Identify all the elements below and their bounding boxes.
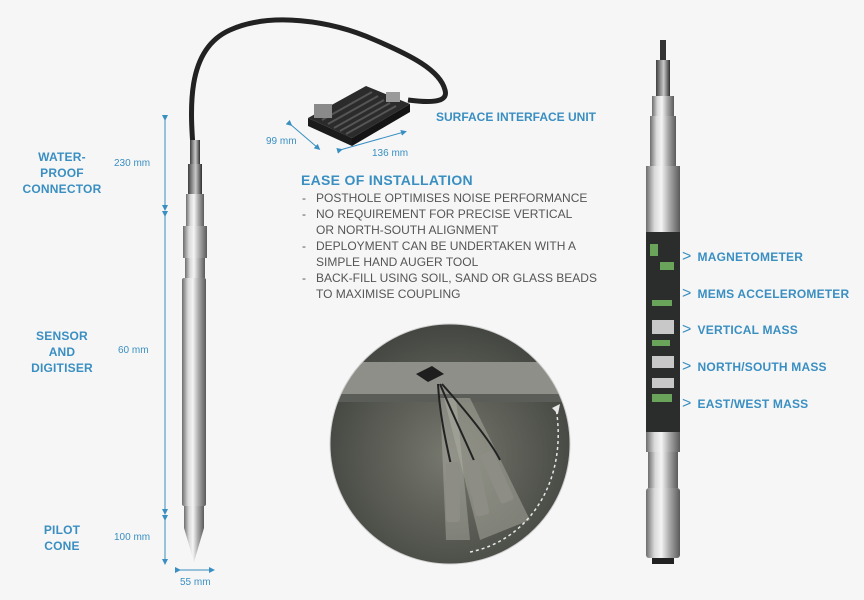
sensor-dimension: 60 mm: [118, 345, 149, 356]
chevron-right-icon: >: [682, 285, 692, 302]
ease-item: POSTHOLE OPTIMISES NOISE PERFORMANCE: [301, 190, 601, 206]
siu-depth-dimension: 99 mm: [266, 136, 297, 147]
chevron-right-icon: >: [682, 248, 692, 265]
dimension-lines: [162, 115, 407, 573]
ease-title: EASE OF INSTALLATION: [301, 172, 473, 188]
width-dimension: 55 mm: [180, 577, 211, 588]
surface-interface-unit-image: [308, 86, 410, 146]
component-east-west-mass: >EAST/WEST MASS: [682, 395, 809, 412]
component-magnetometer: >MAGNETOMETER: [682, 248, 804, 265]
ease-list: POSTHOLE OPTIMISES NOISE PERFORMANCE NO …: [301, 190, 601, 302]
installation-illustration: [330, 324, 570, 564]
chevron-right-icon: >: [682, 321, 692, 338]
siu-title: SURFACE INTERFACE UNIT: [436, 110, 597, 124]
component-vertical-mass: >VERTICAL MASS: [682, 321, 798, 338]
siu-width-dimension: 136 mm: [372, 148, 409, 159]
sensor-cable: [189, 17, 448, 161]
sensor-label: SENSOR AND DIGITISER: [31, 329, 93, 375]
ease-item: NO REQUIREMENT FOR PRECISE VERTICAL OR N…: [301, 206, 576, 238]
sensor-cutaway-image: [646, 40, 680, 564]
ease-item: DEPLOYMENT CAN BE UNDERTAKEN WITH A SIMP…: [301, 238, 576, 270]
component-mems-accelerometer: >MEMS ACCELEROMETER: [682, 285, 850, 302]
posthole-sensor-image: [182, 140, 207, 562]
connector-label: WATER-PROOF CONNECTOR: [22, 150, 102, 196]
chevron-right-icon: >: [682, 395, 692, 412]
pilot-cone-label: PILOT CONE: [43, 523, 81, 553]
chevron-right-icon: >: [682, 358, 692, 375]
pilot-dimension: 100 mm: [114, 532, 151, 543]
component-north-south-mass: >NORTH/SOUTH MASS: [682, 358, 827, 375]
connector-dimension: 230 mm: [114, 158, 151, 169]
ease-item: BACK-FILL USING SOIL, SAND OR GLASS BEAD…: [301, 270, 606, 302]
